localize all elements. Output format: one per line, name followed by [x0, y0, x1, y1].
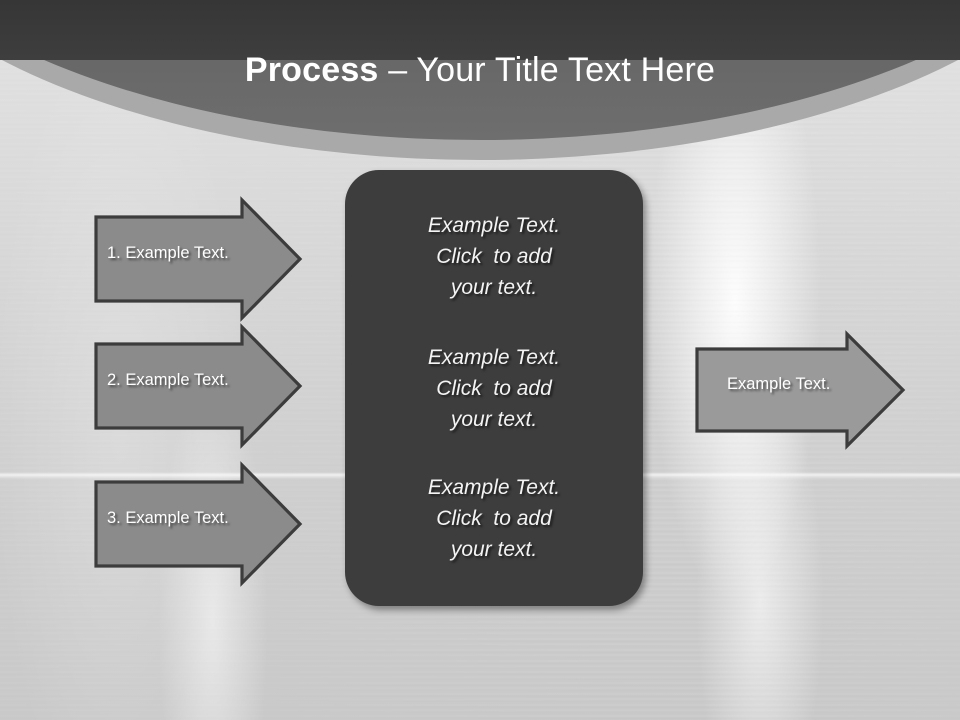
arrow-right-icon — [94, 323, 303, 449]
header-dark-top — [0, 0, 960, 60]
page-title: Process – Your Title Text Here — [0, 48, 960, 92]
page-title-rest: – Your Title Text Here — [378, 51, 716, 89]
arrow-right-icon — [94, 461, 303, 587]
process-step-arrow-2[interactable]: 2. Example Text. — [94, 323, 303, 449]
page-title-bold: Process — [244, 51, 379, 89]
panel-text-block-3[interactable]: Example Text. Click to add your text. — [427, 476, 561, 561]
process-output-arrow[interactable]: Example Text. — [695, 330, 906, 450]
center-content-panel[interactable]: Example Text. Click to add your text. Ex… — [345, 170, 643, 606]
process-step-arrow-1[interactable]: 1. Example Text. — [94, 196, 303, 322]
slide-header — [0, 0, 960, 230]
panel-text-block-1[interactable]: Example Text. Click to add your text. — [427, 214, 561, 299]
arrow-right-icon — [695, 330, 906, 450]
panel-text-block-2[interactable]: Example Text. Click to add your text. — [427, 346, 561, 431]
process-step-arrow-3[interactable]: 3. Example Text. — [94, 461, 303, 587]
arrow-right-icon — [94, 196, 303, 322]
